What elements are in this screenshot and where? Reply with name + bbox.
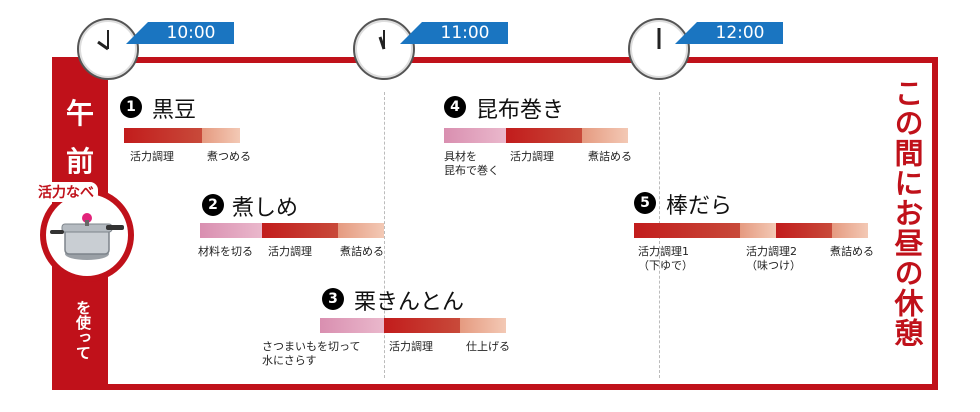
step-bar <box>582 128 628 143</box>
step-label: 煮詰める <box>588 150 632 163</box>
dish-number-5: 5 <box>634 192 656 214</box>
pressure-cooker-badge <box>40 188 134 282</box>
step-bar <box>460 318 506 333</box>
pressure-cooker-icon <box>46 194 128 276</box>
step-bar <box>262 223 338 238</box>
dish-name-1: 黒豆 <box>152 92 196 124</box>
dish-number-1: 1 <box>120 96 142 118</box>
badge-label: 活力なべ <box>34 182 98 202</box>
step-label: 煮つめる <box>207 150 251 163</box>
step-bar <box>338 223 384 238</box>
dish-name-2: 煮しめ <box>232 190 298 222</box>
time-tag-11: 11:00 <box>422 22 508 44</box>
dish-number-4: 4 <box>444 96 466 118</box>
step-label: 活力調理 <box>130 150 174 163</box>
step-label: さつまいもを切って <box>262 340 360 353</box>
step-label: 水にさらす <box>262 354 317 367</box>
step-label: （下ゆで） <box>638 259 693 272</box>
time-tag-12: 12:00 <box>697 22 783 44</box>
step-label: 活力調理 <box>389 340 433 353</box>
step-label: 活力調理 <box>510 150 554 163</box>
step-label: 煮詰める <box>340 245 384 258</box>
step-bar <box>444 128 506 143</box>
tsukatte-label: を使って <box>72 300 92 360</box>
step-bar <box>776 223 832 238</box>
step-bar <box>320 318 384 333</box>
dish-name-4: 昆布巻き <box>476 92 564 124</box>
step-label: 活力調理 <box>268 245 312 258</box>
dish-number-2: 2 <box>202 194 224 216</box>
dish-name-3: 栗きんとん <box>354 284 464 316</box>
time-tag-10: 10:00 <box>148 22 234 44</box>
step-label: 具材を <box>444 150 477 163</box>
step-label: 昆布で巻く <box>444 164 499 177</box>
dish-number-3: 3 <box>322 288 344 310</box>
dish-name-5: 棒だら <box>666 188 732 220</box>
step-bar <box>384 318 460 333</box>
step-label: 活力調理1 <box>638 245 689 258</box>
step-label: （味つけ） <box>746 259 801 272</box>
step-bar <box>124 128 202 143</box>
step-label: 活力調理2 <box>746 245 797 258</box>
gozen-label-2: 前 <box>52 140 108 180</box>
step-bar <box>832 223 868 238</box>
step-bar <box>202 128 240 143</box>
step-label: 煮詰める <box>830 245 874 258</box>
step-label: 仕上げる <box>466 340 510 353</box>
hour-line-11 <box>384 92 385 378</box>
step-label: 材料を切る <box>198 245 253 258</box>
step-bar <box>740 223 776 238</box>
gozen-label-1: 午 <box>52 92 108 132</box>
lunch-break-label: この間にお昼の休憩 <box>888 78 928 348</box>
step-bar <box>506 128 582 143</box>
step-bar <box>634 223 740 238</box>
step-bar <box>200 223 262 238</box>
